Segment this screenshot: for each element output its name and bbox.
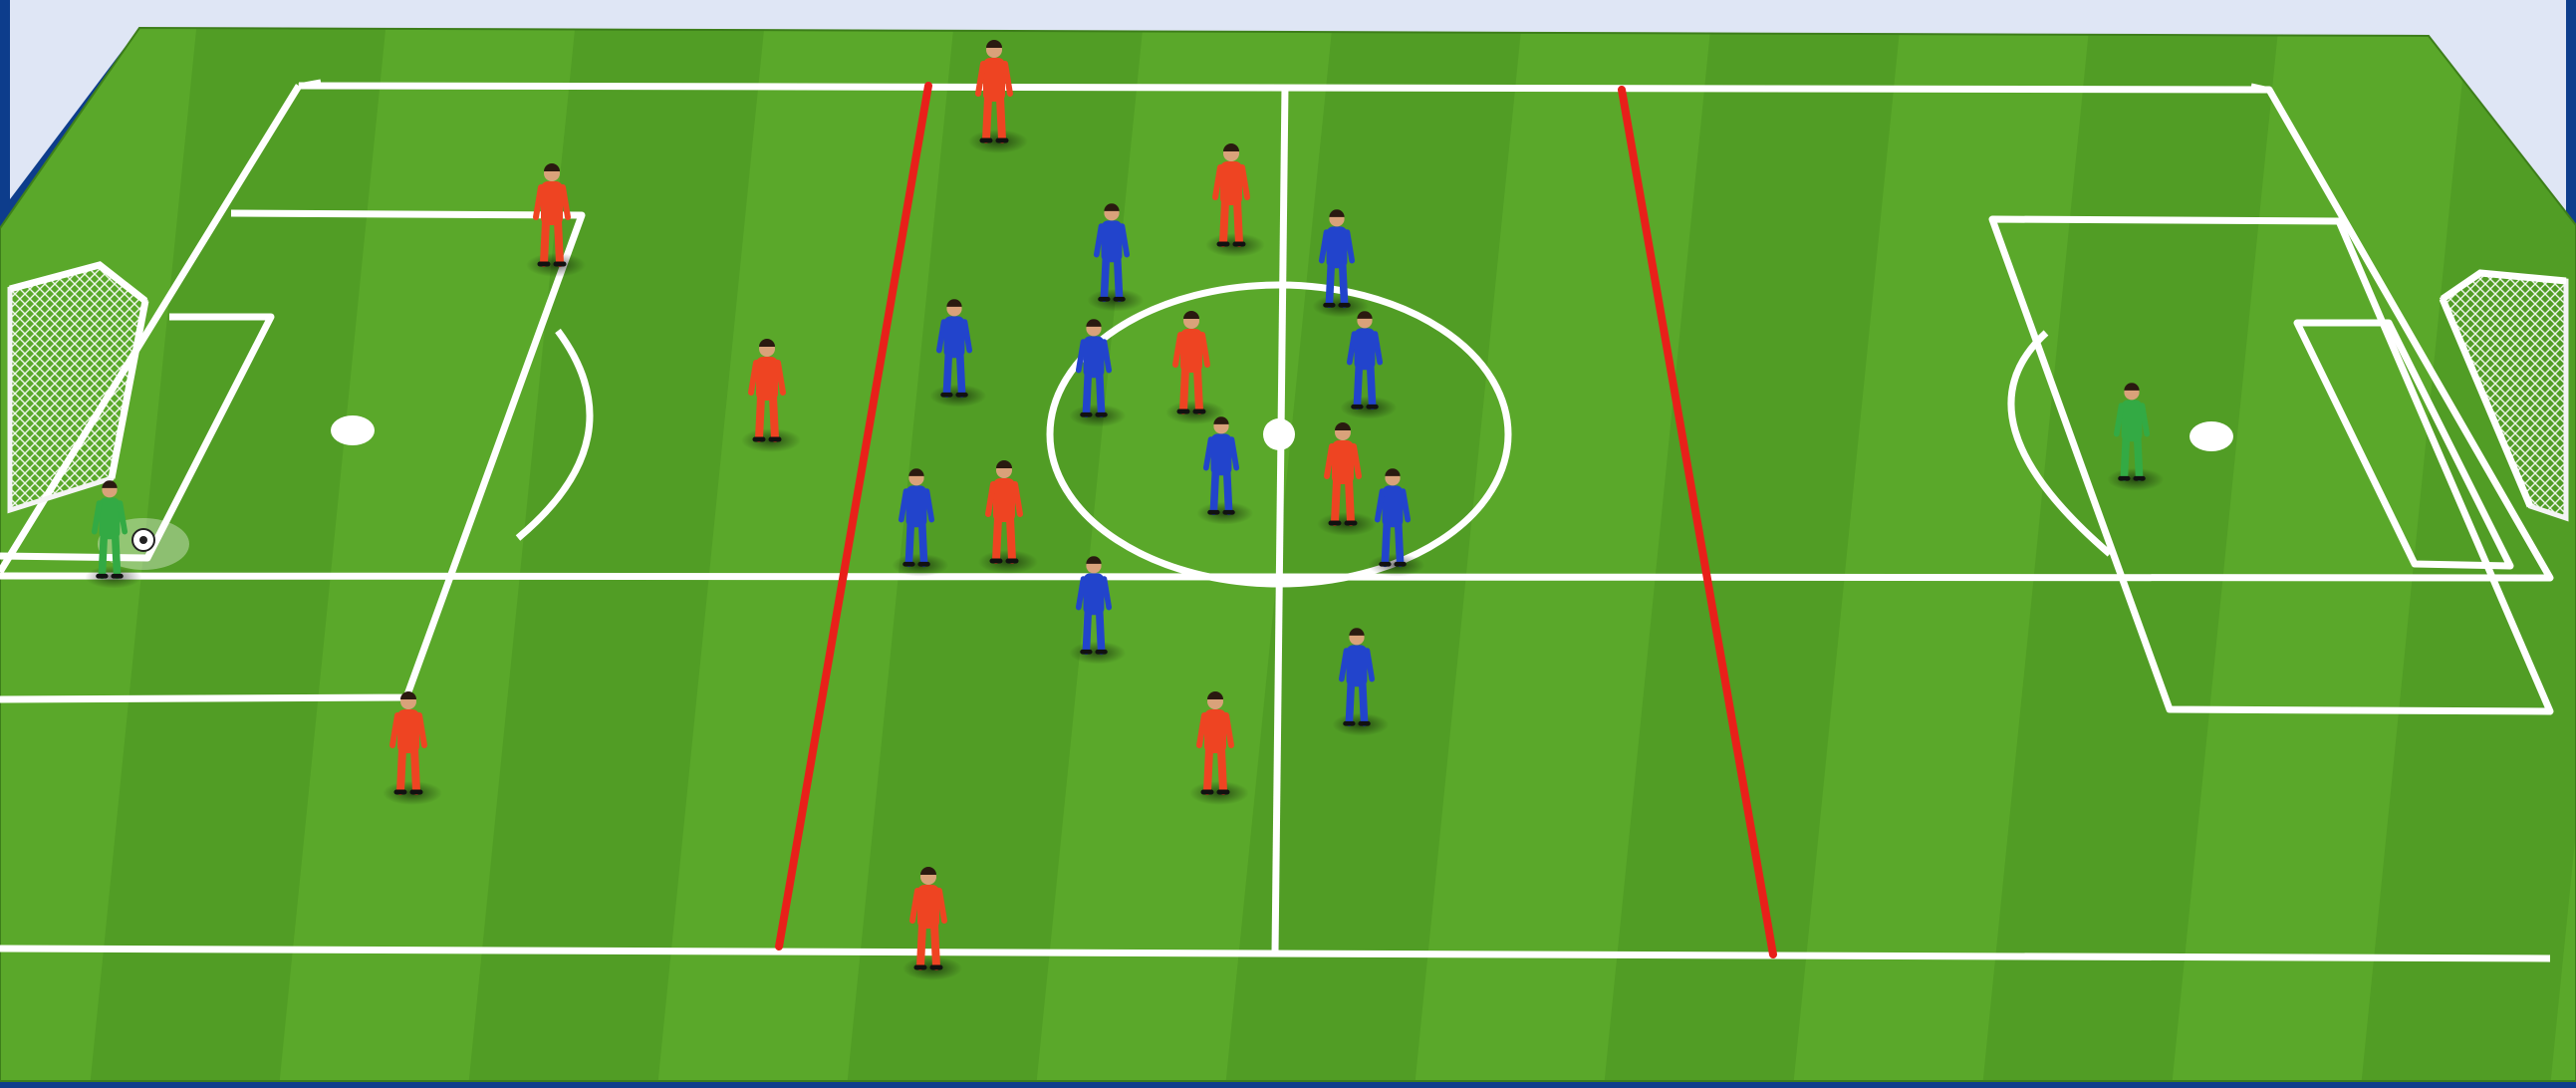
left-penalty-spot (331, 415, 375, 445)
right-penalty-spot (2190, 421, 2233, 451)
ball (132, 529, 154, 551)
center-spot (1263, 418, 1295, 450)
